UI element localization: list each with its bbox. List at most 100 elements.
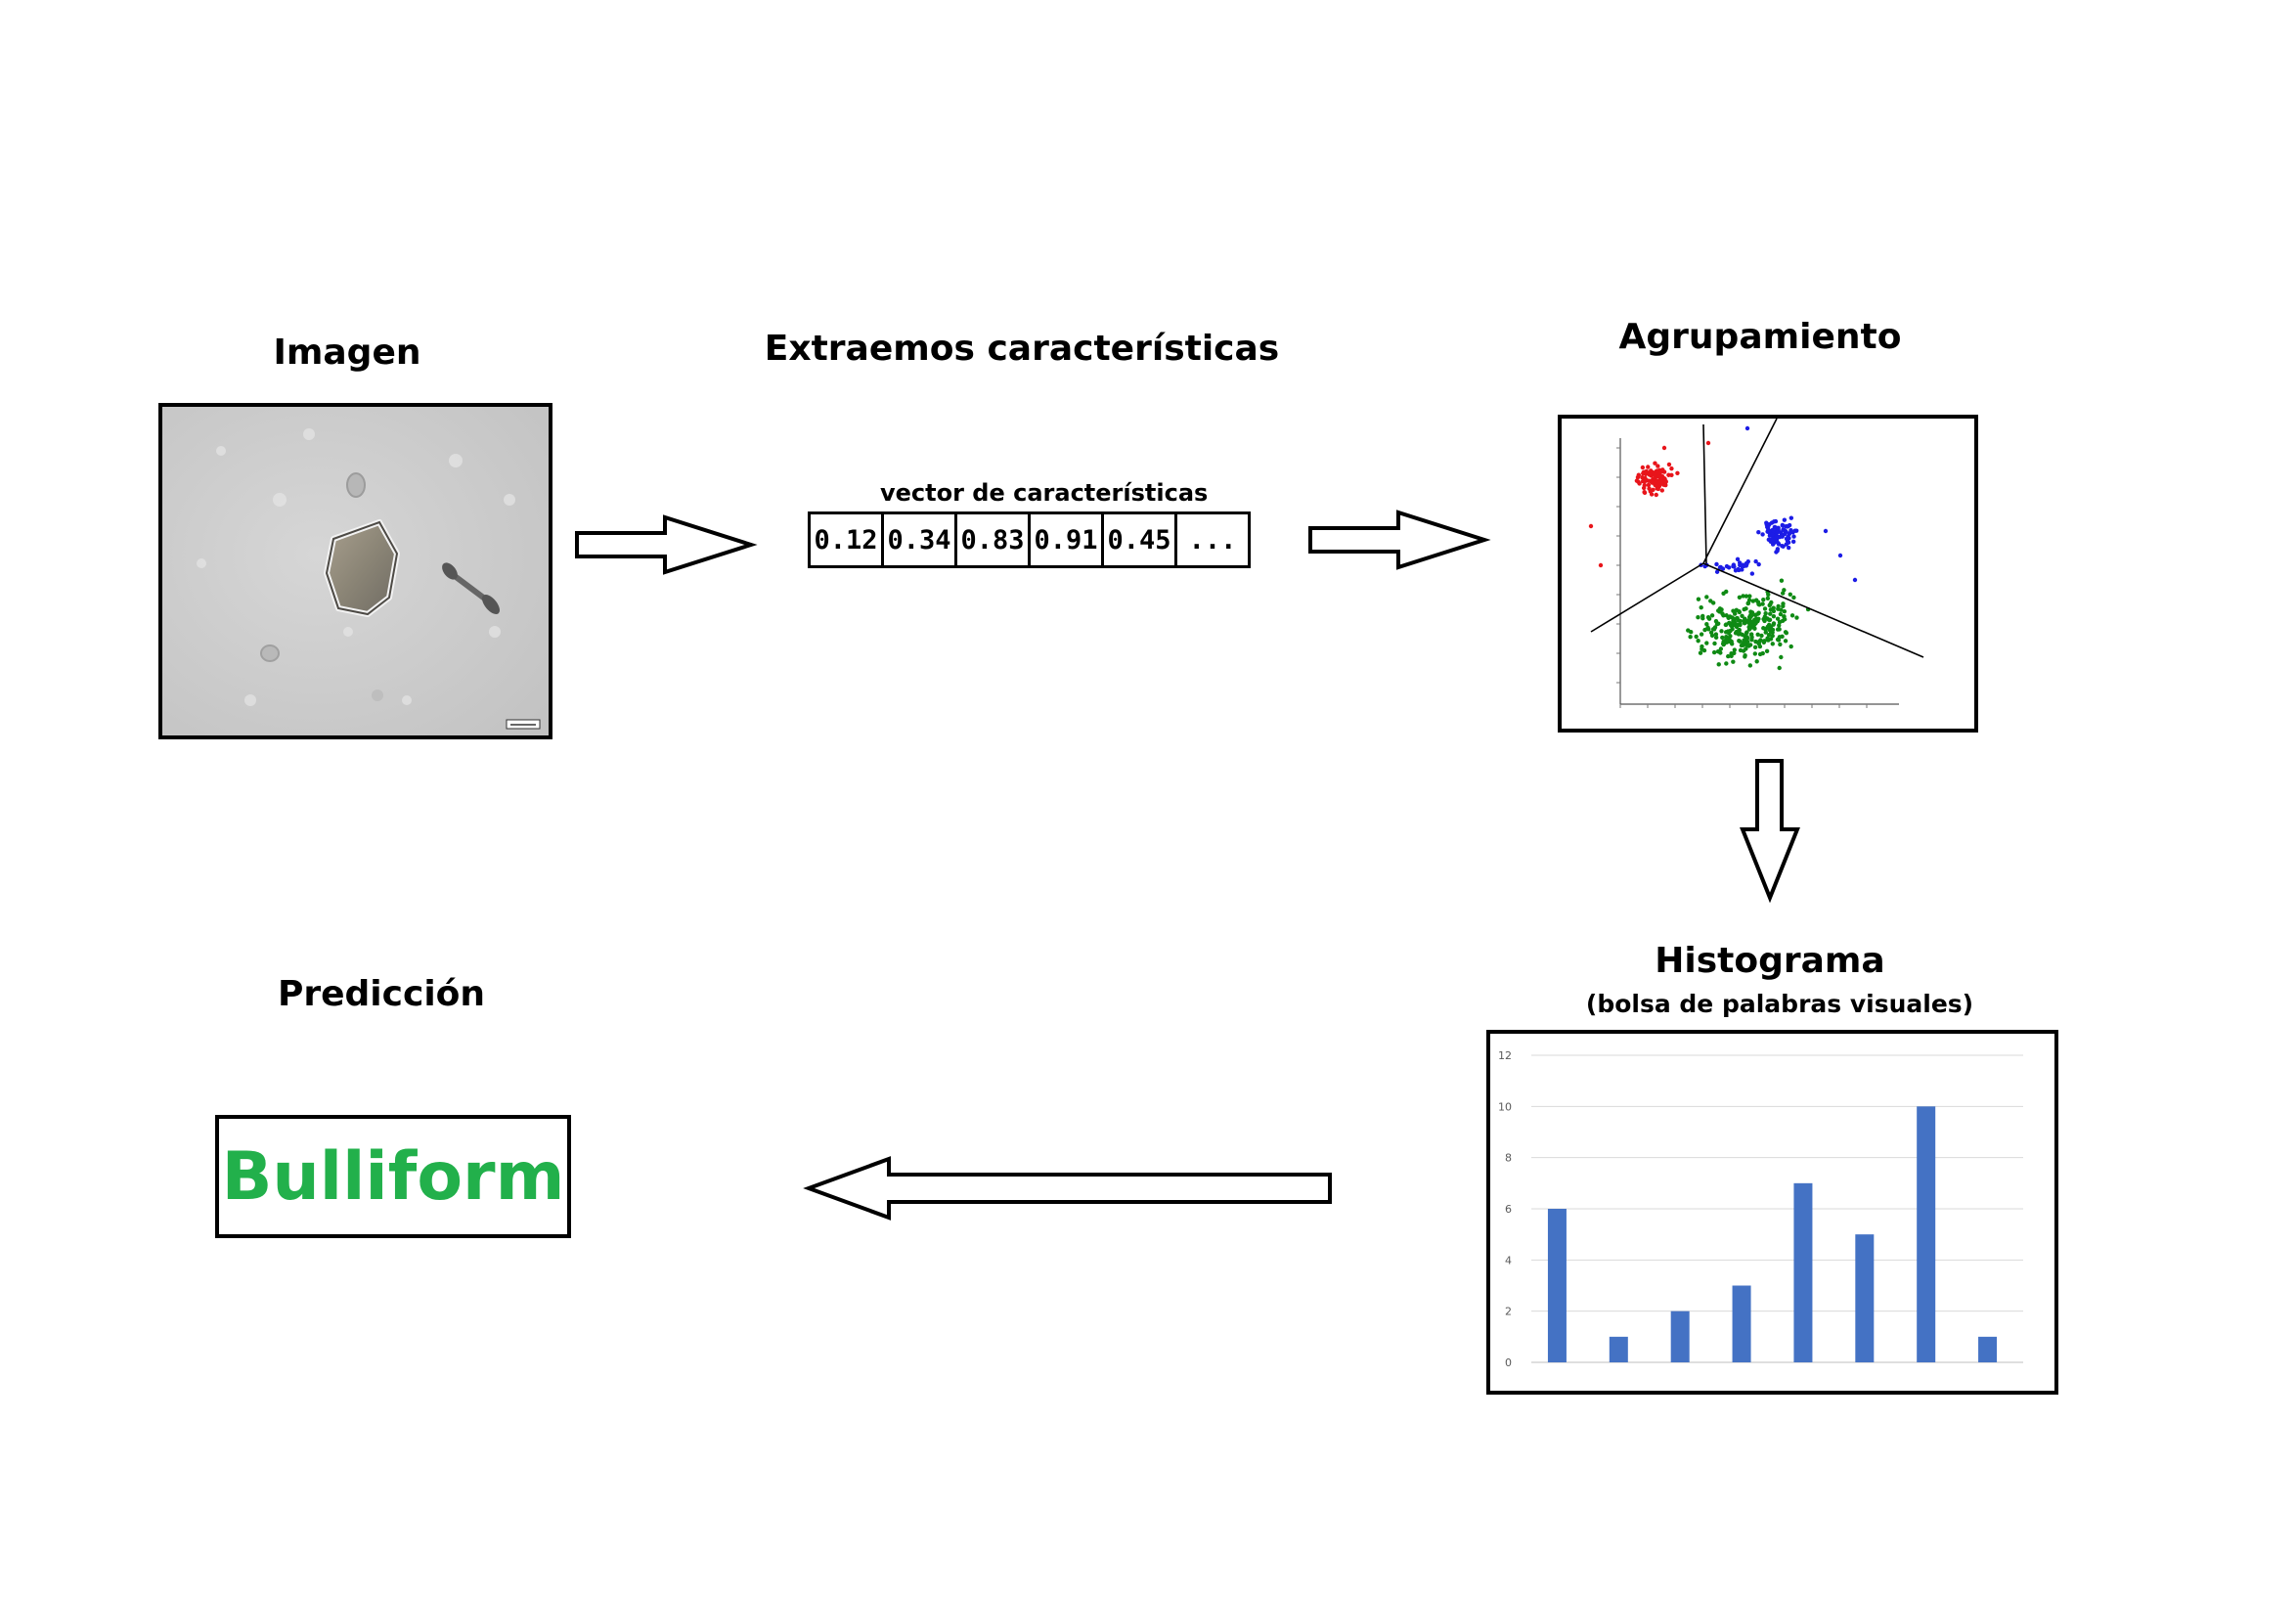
scatter-point [1781, 601, 1786, 606]
scatter-point [1704, 595, 1709, 600]
y-tick-label: 2 [1505, 1306, 1512, 1318]
scatter-point [1770, 630, 1775, 635]
scatter-point [1767, 617, 1773, 623]
scatter-point [1765, 596, 1771, 600]
scatter-point [1780, 634, 1785, 640]
scatter-point [1764, 522, 1769, 527]
scatter-point [1700, 613, 1705, 619]
scatter-point [1726, 615, 1732, 620]
scatter-point [1732, 620, 1738, 625]
arrow-down-icon [1740, 759, 1800, 903]
prediction-label: Bulliform [221, 1137, 565, 1216]
scatter-point [1716, 662, 1721, 667]
scatter-point [1724, 661, 1729, 666]
feature-value: 0.45 [1104, 514, 1177, 565]
scatter-point [1783, 639, 1788, 644]
scatter-point [1737, 627, 1742, 633]
scatter-point [1705, 440, 1711, 446]
arrow-right-icon [1308, 510, 1491, 570]
scatter-point [1759, 633, 1764, 639]
scatter-point [1768, 611, 1773, 616]
scatter-point [1785, 538, 1790, 544]
scatter-point [1783, 531, 1788, 536]
scatter-point [1713, 632, 1719, 637]
scatter-point [1755, 632, 1760, 638]
scatter-point [1718, 646, 1724, 651]
scatter-point [1702, 627, 1707, 633]
scatter-point [1646, 482, 1652, 488]
scatter-point [1686, 628, 1691, 633]
scatter-point [1704, 641, 1709, 645]
scatter-point [1737, 609, 1742, 614]
scatter-point [1696, 597, 1701, 601]
scatter-point [1765, 636, 1770, 641]
scatter-point [1793, 528, 1799, 533]
scatter-point [1711, 627, 1717, 632]
scatter-point [1729, 623, 1735, 629]
scatter-point [1749, 612, 1755, 618]
scatter-point [1598, 562, 1604, 568]
scatter-point [1696, 639, 1700, 644]
scatter-point [1765, 624, 1770, 630]
scatter-point [1787, 531, 1792, 536]
scatter-point [1760, 601, 1765, 606]
scatter-point [1777, 665, 1782, 671]
scatter-point [1776, 525, 1781, 530]
scatter-point [1738, 647, 1744, 653]
scatter-point [1700, 644, 1704, 649]
histogram-bar [1855, 1234, 1875, 1362]
scatter-point [1772, 524, 1778, 530]
scatter-point [1777, 619, 1783, 625]
scatter-point [1736, 566, 1741, 572]
histogram-bar [1732, 1285, 1751, 1362]
arrow-left-icon [803, 1156, 1332, 1221]
scatter-point [1709, 613, 1715, 618]
scatter-point [1770, 532, 1775, 538]
scatter-point [1788, 592, 1792, 597]
scatter-point [1655, 468, 1659, 473]
scatter-point [1737, 631, 1742, 637]
scatter-point [1747, 594, 1752, 599]
scatter-point [1646, 478, 1652, 483]
scatter-point [1761, 597, 1766, 602]
scatter-point [1757, 651, 1763, 657]
scatter-point [1788, 515, 1794, 520]
y-tick-label: 0 [1505, 1356, 1512, 1369]
scatter-point [1768, 607, 1774, 612]
feature-value: 0.12 [811, 514, 884, 565]
scatter-point [1724, 634, 1729, 640]
scatter-point [1744, 561, 1749, 566]
feature-value: 0.34 [884, 514, 957, 565]
scatter-point [1753, 620, 1759, 625]
scatter-point [1783, 630, 1788, 635]
scatter-point [1666, 462, 1672, 467]
arrow-right-icon [575, 514, 758, 575]
scatter-point [1706, 627, 1711, 632]
scatter-point [1780, 543, 1785, 549]
scatter-point [1760, 532, 1765, 537]
scatter-point [1713, 635, 1719, 641]
histogram-stage-title: Histograma [1655, 941, 1885, 981]
scatter-point [1779, 533, 1784, 538]
y-tick-label: 6 [1505, 1203, 1512, 1216]
y-tick-label: 10 [1498, 1100, 1512, 1113]
scatter-point [1731, 659, 1736, 664]
scatter-point [1757, 639, 1762, 644]
scatter-point [1763, 611, 1768, 616]
scatter-point [1744, 630, 1749, 635]
scatter-point [1743, 654, 1747, 659]
scatter-point [1744, 594, 1749, 599]
scatter-point [1753, 612, 1758, 618]
scatter-point [1740, 613, 1744, 618]
scatter-point [1780, 591, 1786, 596]
scatter-point [1643, 475, 1648, 481]
scatter-point [1774, 533, 1780, 539]
scatter-point [1742, 618, 1747, 623]
scatter-point [1754, 659, 1759, 664]
scatter-point [1778, 642, 1783, 647]
feature-vector: 0.12 0.34 0.83 0.91 0.45 ... [808, 511, 1251, 568]
scatter-point [1732, 650, 1737, 656]
scatter-point [1767, 602, 1772, 608]
scatter-point [1646, 465, 1651, 469]
scatter-point [1660, 467, 1665, 472]
